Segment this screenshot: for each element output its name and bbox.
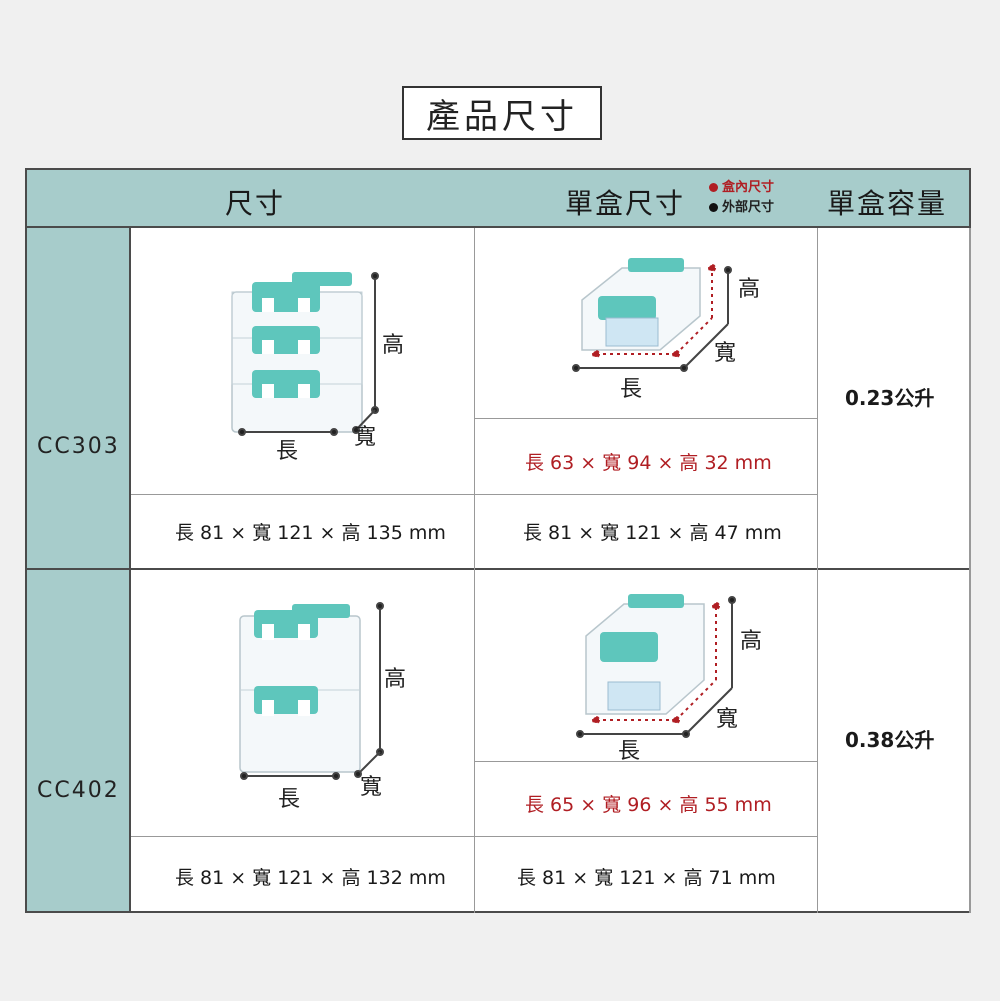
cc402-single-length-label: 長 xyxy=(618,739,640,764)
model-column: CC303 CC402 xyxy=(25,228,131,913)
cc402-stack-width-label: 寬 xyxy=(360,775,382,800)
black-dot-icon xyxy=(709,203,718,212)
cc402-stack-boxes xyxy=(239,604,361,773)
legend-inner: 盒內尺寸 xyxy=(709,178,774,198)
cc303-single-height-label: 高 xyxy=(738,277,760,302)
cc303-stack-dimension-lines xyxy=(238,272,379,436)
legend: 盒內尺寸 外部尺寸 xyxy=(709,178,774,218)
header-single-box: 單盒尺寸 xyxy=(565,187,686,220)
cc402-inner-lines xyxy=(592,602,720,724)
cc402-stack-dimension-lines xyxy=(240,602,384,780)
model-cc303: CC303 xyxy=(37,434,120,459)
red-dot-icon xyxy=(709,183,718,192)
cc303-stack-width-label: 寬 xyxy=(354,425,376,450)
cc402-stack-size: 長 81 × 寬 121 × 高 132 mm xyxy=(175,867,446,889)
cc303-single-width-label: 寬 xyxy=(714,341,736,366)
cc402-outer-lines xyxy=(576,596,736,738)
size-table: 尺寸 單盒尺寸 盒內尺寸 外部尺寸 單盒容量 CC303 CC402 長 81 … xyxy=(25,168,971,913)
cc303-outer-size: 長 81 × 寬 121 × 高 47 mm xyxy=(523,522,782,544)
cc303-inner-lines xyxy=(592,264,716,358)
cc402-single-width-label: 寬 xyxy=(716,707,738,732)
cc402-stack-length-label: 長 xyxy=(278,787,300,812)
cc402-capacity: 0.38公升 xyxy=(845,728,935,752)
cc402-stack-height-label: 高 xyxy=(384,667,406,692)
cc303-stack-boxes xyxy=(231,272,363,433)
cc303-inner-size: 長 63 × 寬 94 × 高 32 mm xyxy=(525,452,772,474)
header-capacity: 單盒容量 xyxy=(827,187,948,220)
cc303-stack-size: 長 81 × 寬 121 × 高 135 mm xyxy=(175,522,446,544)
cc303-stack-height-label: 高 xyxy=(382,333,404,358)
cc303-stack-length-label: 長 xyxy=(276,439,298,464)
page-title: 產品尺寸 xyxy=(402,86,602,140)
table-header: 尺寸 單盒尺寸 盒內尺寸 外部尺寸 單盒容量 xyxy=(25,168,971,228)
cc402-outer-size: 長 81 × 寬 121 × 高 71 mm xyxy=(517,867,776,889)
header-size: 尺寸 xyxy=(225,187,286,220)
legend-outer: 外部尺寸 xyxy=(709,198,774,218)
cc303-single-box xyxy=(581,258,701,351)
model-cc402: CC402 xyxy=(37,778,120,803)
cc303-single-length-label: 長 xyxy=(620,377,642,402)
cc402-single-height-label: 高 xyxy=(740,629,762,654)
cc303-capacity: 0.23公升 xyxy=(845,386,935,410)
cc402-single-box xyxy=(585,594,705,715)
cc303-outer-lines xyxy=(572,266,732,372)
cc402-inner-size: 長 65 × 寬 96 × 高 55 mm xyxy=(525,794,772,816)
